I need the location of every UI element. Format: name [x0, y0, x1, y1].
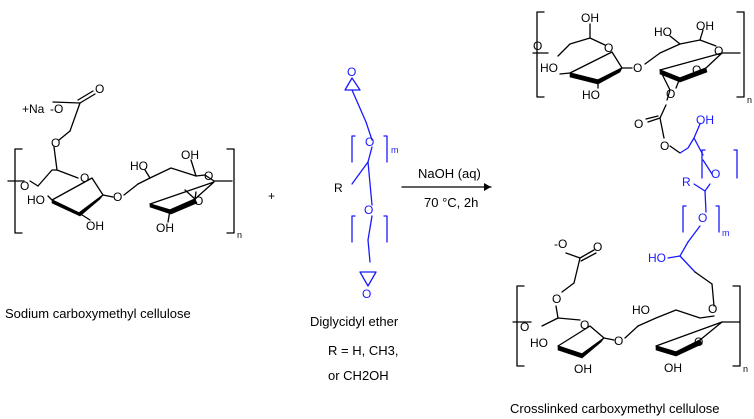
top-bridge-o-label: O	[692, 63, 701, 77]
bottom-ring-o-label-2: O	[708, 302, 717, 316]
r-options-line-1: R = H, CH3,	[328, 343, 398, 358]
oh-label-3: OH	[156, 221, 174, 235]
carboxylate-o-label: -O	[50, 102, 63, 116]
bottom-repeat-n-label: n	[743, 364, 748, 374]
top-glycosidic-o-label: O	[633, 61, 642, 75]
top-ho-label-1: HO	[540, 61, 558, 75]
product-oh-label-1: OH	[696, 113, 714, 127]
product-r-label: R	[682, 175, 691, 189]
top-ether-o-label: O	[666, 87, 675, 101]
bottom-bracket-left	[516, 285, 525, 367]
r-options-line-2: or CH2OH	[328, 368, 389, 383]
bottom-ho-label-1: HO	[530, 336, 548, 350]
conditions-label: 70 °C, 2h	[424, 195, 478, 210]
oh-label-2: OH	[181, 148, 199, 162]
reactant2-caption: Diglycidyl ether	[310, 314, 399, 329]
top-ring-o-label-2: O	[714, 44, 723, 58]
product-repeat-m-label: m	[722, 228, 730, 238]
carbonyl-o-label: O	[95, 82, 104, 96]
reagent-label: NaOH (aq)	[418, 166, 481, 181]
reaction-arrow: NaOH (aq) 70 °C, 2h	[401, 166, 492, 210]
product-ether-o-label-1: O	[711, 167, 720, 181]
bottom-oh-label-1: OH	[574, 362, 592, 376]
reactant-diglycidyl-ether: O O m R O O	[334, 65, 399, 301]
product-carbonyl-o-label: O	[593, 240, 602, 254]
bottom-epoxide-o-label: O	[362, 287, 371, 301]
repeat-m-label: m	[391, 145, 399, 155]
ester-carbonyl-o-label: O	[634, 117, 643, 131]
repeat-bracket-left	[14, 148, 23, 234]
ether-o-label-bottom: O	[364, 203, 373, 217]
top-epoxide-o-label: O	[347, 65, 356, 79]
ring-o4-label: O	[20, 179, 29, 193]
top-ring-o-label: O	[604, 41, 613, 55]
bottom-oh-label-2: OH	[664, 361, 682, 375]
bottom-ring-o4-label: O	[520, 320, 529, 334]
top-oh-label-2: OH	[696, 19, 714, 33]
top-bracket-right	[736, 11, 745, 98]
ho-label-1: HO	[27, 193, 45, 207]
product-oh-label-2: HO	[648, 251, 666, 265]
ether-o-label: O	[51, 136, 60, 150]
r-group-label: R	[334, 181, 343, 195]
repeat-n-label: n	[237, 230, 242, 240]
ring-bridge-o-label: O	[194, 194, 203, 208]
plus-sign: +	[268, 189, 275, 203]
product-ether-o-label-2: O	[698, 211, 707, 225]
top-ho-label-2: HO	[582, 88, 600, 102]
top-ho-label-3: HO	[654, 25, 672, 39]
top-o-label-1: O	[533, 39, 542, 53]
ether-o-label-top: O	[365, 135, 374, 149]
reactant-cmc: +Na -O O O O O HO OH O HO OH O OH O n	[7, 82, 242, 240]
product-caption: Crosslinked carboxymethyl cellulose	[510, 401, 720, 416]
top-oh-label-1: OH	[581, 11, 599, 25]
product-ether-o-bottom: O	[552, 292, 561, 306]
bottom-glycosidic-o-label: O	[614, 334, 623, 348]
top-repeat-n-label: n	[747, 95, 752, 105]
top-bracket-left	[536, 11, 545, 98]
product-crosslinked-cmc: OH O HO HO O O HO OH O O O n O O OH O R …	[512, 11, 752, 376]
bottom-ring-o-label: O	[580, 318, 589, 332]
ring-o-label: O	[80, 171, 89, 185]
product-carboxylate-o-label: -O	[554, 237, 567, 251]
sodium-cation-label: +Na	[22, 102, 45, 116]
ho-label-2: HO	[130, 159, 148, 173]
reactant1-caption: Sodium carboxymethyl cellulose	[5, 306, 191, 321]
ring-o-label-2: O	[204, 169, 213, 183]
glycosidic-o-label: O	[113, 190, 122, 204]
bottom-bracket-right	[732, 285, 741, 367]
ester-o-label: O	[660, 139, 669, 153]
bottom-bridge-o-label: O	[694, 335, 703, 349]
oh-label-1: OH	[86, 219, 104, 233]
bottom-ho-label-2: HO	[632, 303, 650, 317]
repeat-bracket-right	[226, 148, 235, 234]
